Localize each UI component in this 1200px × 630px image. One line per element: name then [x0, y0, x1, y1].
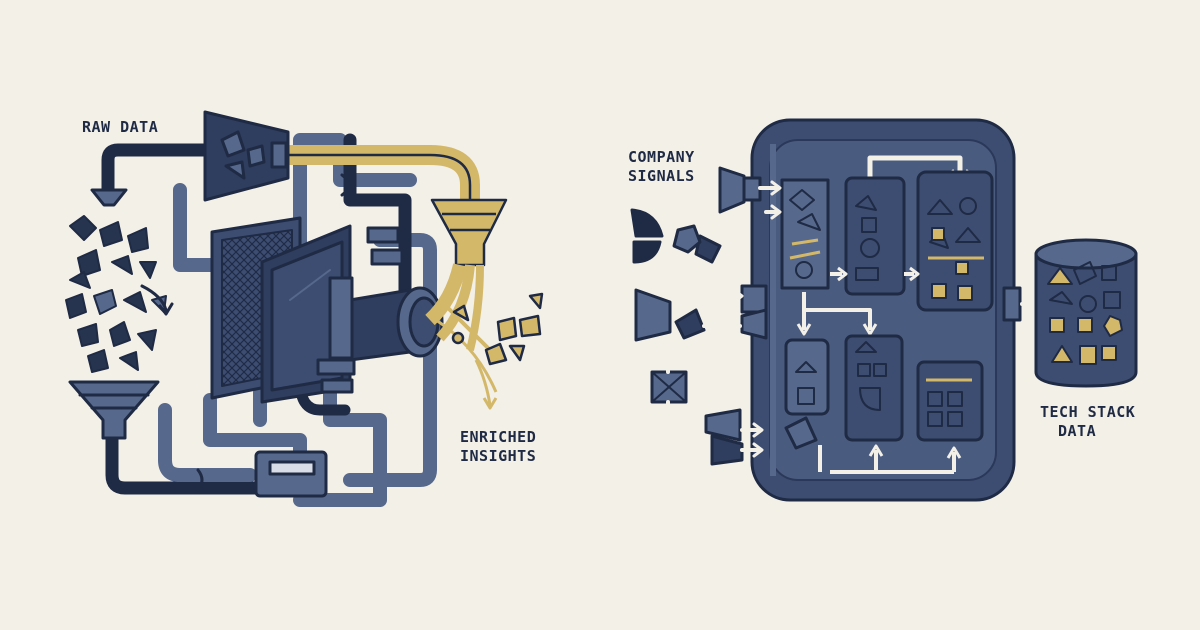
- tech-stack-cylinder: [1034, 238, 1138, 388]
- tech-label-line2: DATA: [1058, 422, 1097, 440]
- left-pipeline-machine: [65, 110, 480, 507]
- gold-funnel-output: [425, 198, 544, 410]
- raw-data-label: RAW DATA: [82, 118, 159, 136]
- company-label-line1: COMPANY: [628, 148, 695, 166]
- raw-data-shapes: [65, 215, 167, 373]
- bottom-return-pipe: [105, 433, 275, 495]
- outer-pipe: [101, 143, 217, 197]
- company-label-line2: SIGNALS: [628, 167, 695, 185]
- enriched-label-line1: ENRICHED: [460, 428, 537, 446]
- top-hopper: [203, 110, 290, 202]
- gold-insight-shapes: [451, 292, 544, 366]
- gold-funnel: [430, 198, 508, 267]
- bottom-funnel: [68, 380, 160, 440]
- top-funnel: [90, 188, 128, 207]
- grey-pipe-network: [158, 183, 257, 482]
- enriched-label-line2: INSIGHTS: [460, 447, 537, 465]
- tech-label-line1: TECH STACK: [1040, 403, 1136, 421]
- company-signals-label: COMPANY SIGNALS: [628, 148, 695, 186]
- right-processing-system: [630, 118, 1138, 502]
- enriched-insights-label: ENRICHED INSIGHTS: [460, 428, 536, 466]
- input-feeders: [630, 166, 1022, 466]
- tech-stack-data-label: TECH STACK DATA: [1040, 403, 1135, 441]
- navy-pipe-loop: [343, 133, 412, 297]
